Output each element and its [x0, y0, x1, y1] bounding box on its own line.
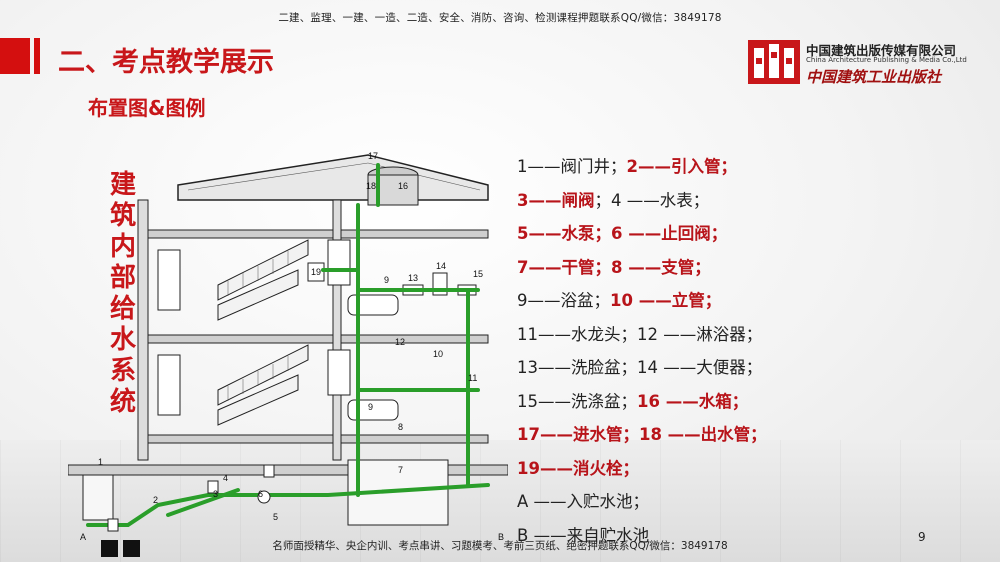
wall: [332, 199, 342, 461]
diagram-label: 10: [433, 349, 443, 359]
vertical-title: 建筑内部给水系统: [108, 170, 138, 418]
vertical-title-char: 建: [109, 170, 136, 200]
diagram-label: 18: [366, 181, 376, 191]
legend-item: 9——浴盆；10 ——立管；: [517, 284, 767, 318]
legend-item: 3——闸阀；4 ——水表；: [517, 184, 767, 218]
diagram-label: 5: [273, 512, 278, 522]
legend-text: 3——闸阀: [517, 190, 595, 210]
legend-text: 1——阀门井；: [517, 157, 627, 176]
legend-text: 13——洗脸盆；14 ——大便器；: [517, 358, 763, 377]
publisher-logo-icon: [748, 40, 800, 84]
legend-item: 19——消火栓；: [517, 452, 767, 486]
vertical-title-char: 内: [109, 232, 136, 262]
publisher-name-en: China Architecture Publishing & Media Co…: [806, 56, 967, 64]
top-banner: 二建、监理、一建、一造、二造、安全、消防、咨询、检测课程押题联系QQ/微信：38…: [278, 12, 722, 24]
diagram-label: 17: [368, 151, 378, 161]
bottom-banner: 名师面授精华、央企内训、考点串讲、习题模考、考前三页纸、绝密押题联系QQ/微信：…: [272, 540, 728, 552]
legend-text: 15——洗涤盆；: [517, 391, 637, 411]
legend-text: B ——来自贮水池: [517, 525, 650, 545]
legend-text: 11——水龙头；12 ——淋浴器；: [517, 324, 763, 344]
door: [327, 349, 351, 396]
diagram-label: 12: [395, 337, 405, 347]
nav-square-icon: [123, 540, 140, 557]
diagram-label: A: [80, 532, 86, 542]
supply-pipes: [86, 163, 490, 527]
window: [157, 354, 181, 416]
publisher-name: 中国建筑出版传媒有限公司: [806, 43, 957, 58]
floor-backdrop: [0, 440, 1000, 562]
vertical-title-char: 筑: [109, 201, 136, 231]
legend-list: 1——阀门井；2——引入管；3——闸阀；4 ——水表；5——水泵；6 ——止回阀…: [517, 150, 767, 552]
diagram-label: 14: [436, 261, 446, 271]
diagram-label: 3: [213, 489, 218, 499]
diagram-label: 11: [468, 373, 477, 383]
legend-text: 10 ——立管；: [610, 291, 722, 310]
legend-item: 1——阀门井；2——引入管；: [517, 150, 767, 184]
nav-square-icon: [101, 540, 118, 557]
valve-well: [82, 474, 114, 521]
section-title: 二、考点教学展示: [58, 47, 274, 78]
legend-text: 16 ——水箱；: [637, 391, 749, 411]
legend-text: 19——消火栓；: [517, 458, 639, 478]
diagram-label: 4: [223, 473, 228, 483]
sub-title: 布置图&图例: [88, 96, 206, 120]
ground-slab: [68, 464, 508, 476]
accent-bar-thin: [34, 38, 40, 74]
vertical-title-char: 给: [109, 294, 136, 324]
diagram-label: 9: [384, 275, 389, 285]
vertical-title-char: 系: [109, 356, 136, 386]
accent-bar: [0, 38, 30, 74]
legend-text: A ——入贮水池；: [517, 492, 650, 511]
legend-item: 17——进水管；18 ——出水管；: [517, 418, 767, 452]
diagram-label: B: [498, 532, 504, 542]
valves: [107, 464, 275, 532]
legend-text: ；4 ——水表；: [594, 190, 710, 210]
legend-item: 5——水泵；6 ——止回阀；: [517, 217, 767, 251]
window: [157, 249, 181, 311]
diagram-label: 1: [98, 457, 103, 467]
vertical-title-char: 水: [109, 325, 136, 355]
legend-item: 11——水龙头；12 ——淋浴器；: [517, 318, 767, 352]
legend-item: 7——干管；8 ——支管；: [517, 251, 767, 285]
legend-text: 9——浴盆；: [517, 291, 610, 310]
diagram-label: 2: [153, 495, 158, 505]
staircase: [217, 239, 309, 426]
wall: [137, 199, 149, 461]
floor-slab: [137, 434, 489, 444]
diagram-label: 16: [398, 181, 408, 191]
diagram-label: 19: [311, 267, 321, 277]
diagram-label: 13: [408, 273, 418, 283]
vertical-title-char: 统: [109, 387, 136, 417]
bathtub: [347, 399, 399, 421]
legend-item: 15——洗涤盆；16 ——水箱；: [517, 385, 767, 419]
roof: [177, 154, 489, 201]
diagram-label: 9: [368, 402, 373, 412]
page-number: 9: [918, 530, 926, 544]
legend-text: 5——水泵；6 ——止回阀；: [517, 224, 728, 243]
legend-text: 2——引入管；: [626, 157, 737, 176]
legend-item: 13——洗脸盆；14 ——大便器；: [517, 351, 767, 385]
vertical-title-char: 部: [109, 263, 136, 293]
publisher-brand: 中国建筑工业出版社: [806, 68, 942, 86]
diagram-label: 6: [258, 489, 263, 499]
floor-slab: [137, 334, 489, 344]
legend-text: 7——干管；8 ——支管；: [517, 257, 711, 277]
floor-slab: [137, 229, 489, 239]
diagram-label: 7: [398, 465, 403, 475]
legend-text: 17——进水管；18 ——出水管；: [517, 425, 767, 444]
water-supply-diagram: 17 18 16 19 9 13 14 15 12 10 11 9 8 7 1 …: [68, 151, 508, 542]
diagram-label: 15: [473, 269, 483, 279]
legend-item: B ——来自贮水池: [517, 519, 767, 553]
bathtub: [347, 294, 399, 316]
legend-item: A ——入贮水池；: [517, 485, 767, 519]
diagram-label: 8: [398, 422, 403, 432]
door: [327, 239, 351, 286]
